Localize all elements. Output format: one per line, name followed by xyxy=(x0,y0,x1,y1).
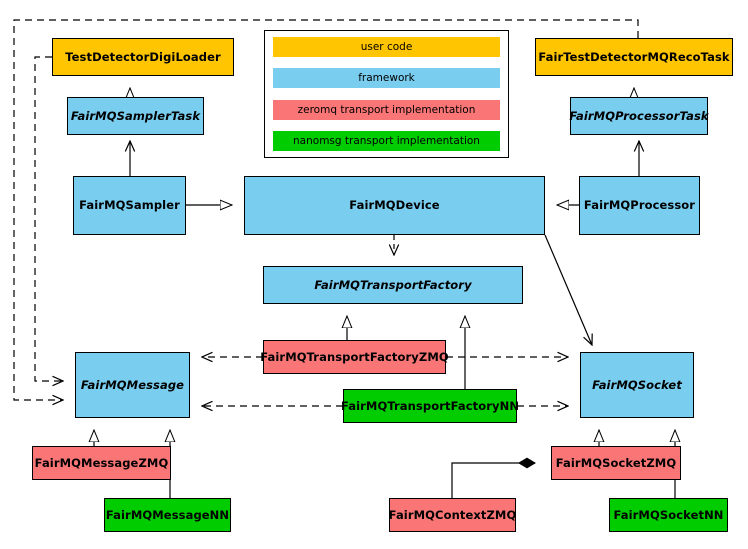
class-node-fair-mq-processor-task[interactable]: FairMQProcessorTask xyxy=(569,97,709,135)
legend-label-nanomsg: nanomsg transport implementation xyxy=(293,134,480,147)
legend-item-user-code: user code xyxy=(273,37,500,57)
class-node-fair-test-detector-mq-reco-task[interactable]: FairTestDetectorMQRecoTask xyxy=(535,38,733,76)
class-node-fair-mq-context-zmq[interactable]: FairMQContextZMQ xyxy=(389,498,516,532)
class-label: FairMQMessageZMQ xyxy=(34,455,169,470)
legend-item-framework: framework xyxy=(273,68,500,89)
color-legend: user code framework zeromq transport imp… xyxy=(264,30,509,158)
class-label: FairMQTransportFactoryNN xyxy=(340,398,520,413)
legend-item-zeromq: zeromq transport implementation xyxy=(273,99,500,120)
class-node-fair-mq-socket-nn[interactable]: FairMQSocketNN xyxy=(609,498,728,532)
class-node-fair-mq-socket[interactable]: FairMQSocket xyxy=(580,352,694,418)
class-label: FairMQProcessorTask xyxy=(569,108,709,123)
class-node-fair-mq-socket-zmq[interactable]: FairMQSocketZMQ xyxy=(551,446,681,480)
edge-digiloader-to-message xyxy=(34,56,63,381)
class-node-fair-mq-message-nn[interactable]: FairMQMessageNN xyxy=(104,498,231,532)
class-node-fair-mq-sampler[interactable]: FairMQSampler xyxy=(73,176,186,235)
class-label: FairMQTransportFactoryZMQ xyxy=(260,349,449,364)
class-label: FairMQSamplerTask xyxy=(70,108,201,123)
legend-label-framework: framework xyxy=(358,72,415,85)
class-label: FairMQContextZMQ xyxy=(388,507,517,522)
class-node-fair-mq-transport-factory[interactable]: FairMQTransportFactory xyxy=(263,266,523,304)
legend-label-zeromq: zeromq transport implementation xyxy=(297,103,476,116)
edge-contextzmq-to-socketzmq xyxy=(451,463,535,498)
class-label: FairMQSocketZMQ xyxy=(555,455,677,470)
legend-label-user-code: user code xyxy=(360,41,413,53)
class-node-fair-mq-transport-factory-zmq[interactable]: FairMQTransportFactoryZMQ xyxy=(260,340,449,374)
legend-item-nanomsg: nanomsg transport implementation xyxy=(273,130,500,151)
class-label: FairMQSampler xyxy=(79,198,180,213)
class-node-fair-mq-message[interactable]: FairMQMessage xyxy=(75,352,190,418)
edge-device-to-socket xyxy=(544,234,592,345)
edge-recotask-to-message xyxy=(13,19,639,400)
class-label: FairMQSocketNN xyxy=(613,507,724,522)
class-label: FairMQProcessor xyxy=(583,198,696,213)
class-label: FairMQDevice xyxy=(349,198,440,213)
class-node-fair-mq-sampler-task[interactable]: FairMQSamplerTask xyxy=(67,97,204,135)
class-label: FairMQSocket xyxy=(592,377,682,392)
class-node-test-detector-digi-loader[interactable]: TestDetectorDigiLoader xyxy=(52,38,234,76)
class-label: FairTestDetectorMQRecoTask xyxy=(538,49,730,64)
class-label: FairMQTransportFactory xyxy=(314,277,472,292)
class-label: TestDetectorDigiLoader xyxy=(65,49,221,64)
class-label: FairMQMessageNN xyxy=(105,507,230,522)
class-node-fair-mq-message-zmq[interactable]: FairMQMessageZMQ xyxy=(32,446,171,480)
class-node-fair-mq-processor[interactable]: FairMQProcessor xyxy=(579,176,700,235)
class-node-fair-mq-transport-factory-nn[interactable]: FairMQTransportFactoryNN xyxy=(340,389,520,423)
class-node-fair-mq-device[interactable]: FairMQDevice xyxy=(244,176,545,235)
class-label: FairMQMessage xyxy=(80,377,185,392)
